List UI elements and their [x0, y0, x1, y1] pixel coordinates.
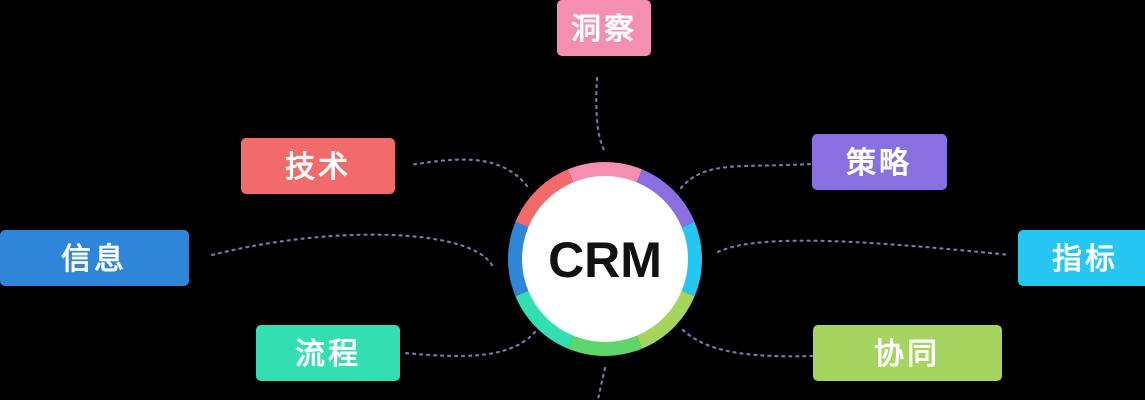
- ring-segment: [515, 289, 575, 349]
- node-label: 协同: [874, 337, 940, 372]
- connector-technology: [408, 158, 529, 188]
- connector-process: [403, 330, 537, 358]
- connector-insight: [595, 76, 606, 152]
- node-label: 指标: [1052, 242, 1118, 277]
- node-box: [256, 325, 400, 381]
- node-box: [1018, 230, 1145, 286]
- ring-segment: [635, 169, 695, 229]
- node-label: 策略: [846, 146, 912, 181]
- node-technology: 技术: [241, 138, 395, 194]
- node-box: [813, 325, 1002, 381]
- connector-strategy: [679, 162, 814, 190]
- ring-segment: [635, 289, 695, 349]
- node-process: 流程: [256, 325, 400, 381]
- node-collaboration: 协同: [813, 325, 1002, 381]
- node-box: [241, 138, 395, 194]
- node-metrics: 指标: [1018, 230, 1145, 286]
- node-information: 信息: [0, 230, 189, 286]
- ring-segment: [515, 169, 575, 229]
- node-label: 技术: [285, 150, 351, 185]
- node-label: 信息: [61, 242, 127, 277]
- node-label: 洞察: [571, 12, 637, 47]
- connector-metrics: [716, 239, 1012, 257]
- node-strategy: 策略: [812, 134, 947, 190]
- connector-collaboration: [681, 328, 814, 358]
- crm-center: CRM: [507, 162, 703, 356]
- node-insight: 洞察: [557, 0, 651, 56]
- connectors: [210, 76, 1012, 400]
- connector-information: [210, 233, 494, 267]
- center-circle: [522, 176, 688, 342]
- center-label: CRM: [548, 232, 662, 288]
- connector-bottom: [596, 366, 607, 400]
- node-label: 流程: [295, 337, 361, 372]
- node-box: [0, 230, 189, 286]
- node-box: [812, 134, 947, 190]
- node-box: [557, 0, 651, 56]
